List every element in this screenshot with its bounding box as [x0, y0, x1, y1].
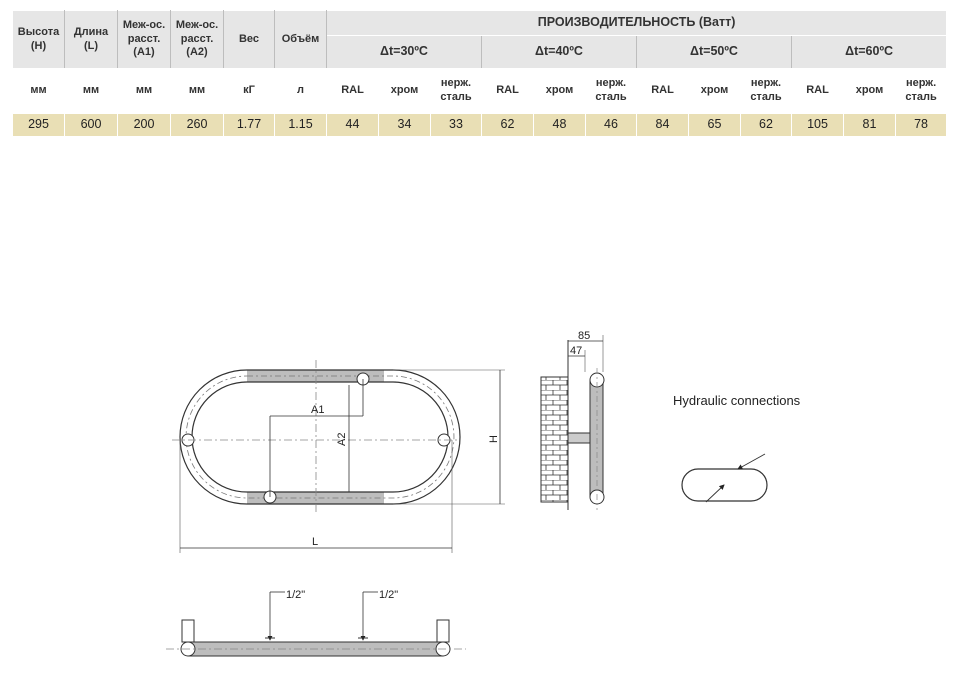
hydraulic-oval — [681, 468, 768, 502]
outlet-arrow — [705, 484, 725, 503]
a2-label: A2 — [336, 433, 348, 446]
finish-cell: RAL — [481, 68, 534, 114]
col-header-height: Высота(H) — [12, 10, 65, 69]
h-label: H — [488, 435, 500, 443]
finish-cell: хром — [688, 68, 741, 114]
value-cell: 295 — [12, 113, 65, 137]
value-cell: 600 — [64, 113, 118, 137]
l-label: L — [312, 536, 318, 548]
table-row: 295 600 200 260 1.77 1.15 44 34 33 62 48… — [12, 113, 948, 137]
finish-cell: RAL — [636, 68, 689, 114]
unit-cell: мм — [12, 68, 65, 114]
col-header-volume: Объём — [274, 10, 327, 69]
value-cell: 62 — [481, 113, 534, 137]
value-cell: 200 — [117, 113, 171, 137]
value-cell: 105 — [791, 113, 844, 137]
finish-cell: RAL — [791, 68, 844, 114]
col-header-a2: Меж-ос. расст.(A2) — [170, 10, 224, 69]
hydraulic-connections: Hydraulic connections — [673, 393, 801, 503]
unit-cell: л — [274, 68, 327, 114]
value-cell: 65 — [688, 113, 741, 137]
hydraulic-label: Hydraulic connections — [673, 393, 801, 408]
inlet-arrow — [737, 453, 766, 470]
outer-oval — [179, 369, 461, 505]
value-cell: 62 — [740, 113, 792, 137]
inner-oval — [191, 381, 449, 493]
value-cell: 1.77 — [223, 113, 275, 137]
pipe-size-left: 1/2" — [286, 589, 305, 601]
value-cell: 33 — [430, 113, 482, 137]
value-cell: 34 — [378, 113, 431, 137]
finish-cell: нерж. сталь — [585, 68, 637, 114]
dim-47-label: 47 — [570, 345, 582, 357]
dim-85-label: 85 — [578, 330, 590, 342]
unit-cell: мм — [170, 68, 224, 114]
delta-header: Δt=60ºC — [790, 35, 948, 69]
col-header-a1: Меж-ос. расст.(A1) — [117, 10, 171, 69]
value-cell: 44 — [326, 113, 379, 137]
a1-label: A1 — [311, 404, 324, 416]
center-oval — [185, 375, 455, 499]
value-cell: 46 — [585, 113, 637, 137]
col-header-length: Длина(L) — [64, 10, 118, 69]
bottom-view: 1/2" 1/2" — [166, 589, 466, 657]
value-cell: 78 — [894, 113, 948, 137]
unit-cell: мм — [117, 68, 171, 114]
delta-header: Δt=40ºC — [481, 35, 637, 69]
pipe-size-right: 1/2" — [379, 589, 398, 601]
side-view: 85 47 — [540, 330, 605, 510]
top-bar-fill — [247, 370, 384, 382]
finish-cell: хром — [843, 68, 896, 114]
finish-cell: RAL — [326, 68, 379, 114]
wall-bracket — [567, 432, 591, 444]
performance-header: ПРОИЗВОДИТЕЛЬНОСТЬ (Ватт) — [325, 10, 948, 36]
wall-bricks — [540, 376, 569, 503]
side-bar — [589, 380, 604, 498]
value-cell: 84 — [636, 113, 689, 137]
value-cell: 81 — [843, 113, 896, 137]
bottom-bar-fill — [247, 492, 384, 504]
spec-table: Высота(H) Длина(L) Меж-ос. расст.(A1) Ме… — [12, 10, 948, 137]
unit-cell: мм — [64, 68, 118, 114]
value-cell: 260 — [170, 113, 224, 137]
value-cell: 1.15 — [274, 113, 327, 137]
front-view: A1 A2 H L — [172, 360, 505, 553]
finish-cell: нерж. сталь — [740, 68, 792, 114]
finish-cell: хром — [533, 68, 586, 114]
finish-cell: нерж. сталь — [894, 68, 948, 114]
value-cell: 48 — [533, 113, 586, 137]
finish-cell: хром — [378, 68, 431, 114]
